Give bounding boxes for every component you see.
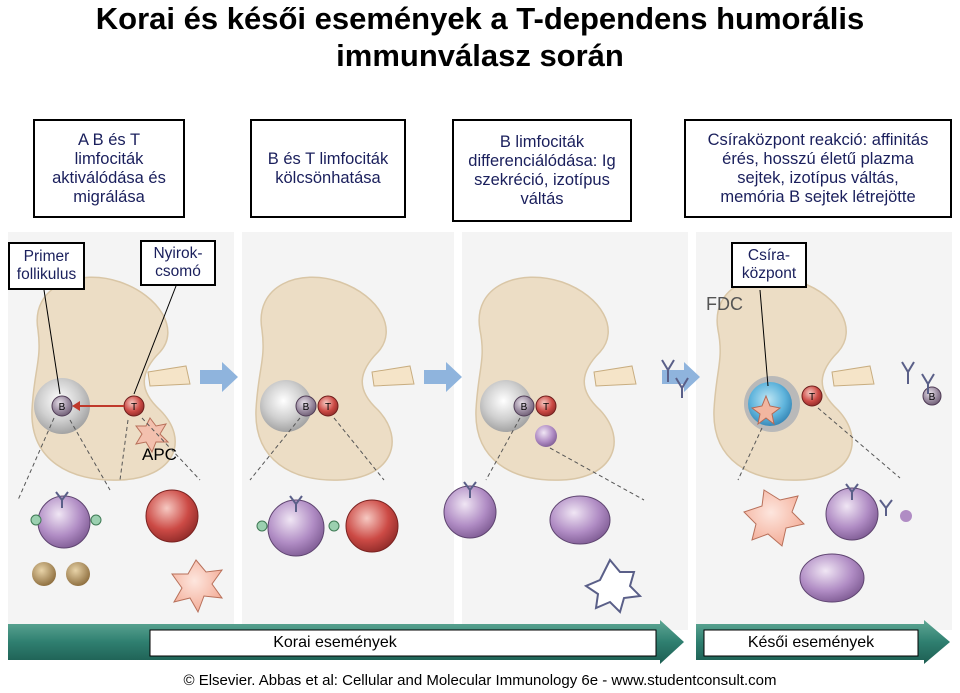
t-cell-label: T xyxy=(325,402,331,413)
apc-small xyxy=(134,417,170,454)
label-germinal-center: Csíra- központ xyxy=(731,242,807,288)
step-3-line: szekréció, izotípus xyxy=(474,170,610,189)
b-cell-label: B xyxy=(929,392,936,403)
b-cell-label: B xyxy=(59,402,66,413)
title-line-1: Korai és késői események a T-dependens h… xyxy=(95,1,865,36)
fdc-star xyxy=(750,394,782,426)
antibody-icons xyxy=(661,359,935,398)
zoom-dashes xyxy=(17,407,901,501)
step-4-line: érés, hosszú életű plazma xyxy=(722,149,914,168)
step-1-line: A B és T xyxy=(77,130,141,149)
step-4-line: Csíraközpont reakció: affinitás xyxy=(707,130,929,149)
memory-b-cell xyxy=(825,487,879,541)
step-2-line: B és T limfociták xyxy=(267,149,389,168)
late-events-label: Késői események xyxy=(747,634,875,651)
step-box-4: Csíraközpont reakció: affinitás érés, ho… xyxy=(684,119,952,218)
label-line: follikulus xyxy=(16,266,77,283)
transition-arrows xyxy=(200,362,700,392)
step-2-line: kölcsönhatása xyxy=(275,168,381,187)
large-cells xyxy=(30,485,912,614)
t-cell-label: T xyxy=(543,402,549,413)
b-cell-large xyxy=(443,485,497,539)
b-cell-label: B xyxy=(303,402,310,413)
plasma-cell-small xyxy=(535,425,557,447)
b-cell-label: B xyxy=(521,402,528,413)
plasma-cell-large xyxy=(549,495,611,545)
label-line: központ xyxy=(741,265,797,282)
t-cell-large xyxy=(345,499,399,553)
label-line: csomó xyxy=(155,263,201,280)
antibody-icons-large xyxy=(55,481,893,516)
pointer-lines xyxy=(43,285,769,395)
antigen-particle xyxy=(32,562,56,586)
t-cell-large xyxy=(145,489,199,543)
lymph-vessels xyxy=(147,365,875,387)
label-primary-follicle: Primer follikulus xyxy=(8,242,85,290)
germinal-center xyxy=(748,382,792,426)
step-box-1: A B és T limfociták aktiválódása és migr… xyxy=(33,119,185,218)
apc-label: APC xyxy=(142,445,177,464)
step-box-3: B limfociták differenciálódása: Ig szekr… xyxy=(452,119,632,222)
label-lymph-node: Nyirok- csomó xyxy=(140,240,216,286)
copyright-footer: © Elsevier. Abbas et al: Cellular and Mo… xyxy=(183,672,777,689)
title-line-2: immunválasz során xyxy=(336,38,624,73)
label-line: Primer xyxy=(23,248,70,265)
step-box-2: B és T limfociták kölcsönhatása xyxy=(250,119,406,218)
step-4-line: sejtek, izotípus váltás, xyxy=(737,168,899,187)
node-cells: B T B T B T T B xyxy=(51,385,942,447)
apc-large xyxy=(171,559,224,614)
antibody-complex xyxy=(583,558,643,614)
t-cell-label: T xyxy=(809,392,815,403)
step-1-line: aktiválódása és xyxy=(52,168,166,187)
step-4-line: memória B sejtek létrejötte xyxy=(720,187,916,206)
step-3-line: differenciálódása: Ig xyxy=(468,151,616,170)
antigen-particle xyxy=(66,562,90,586)
arrow-3-4 xyxy=(662,362,700,392)
b-cell-large xyxy=(37,495,91,549)
plasma-cell-large xyxy=(799,553,865,603)
arrow-1-2 xyxy=(200,362,238,392)
fdc-label: FDC xyxy=(706,294,743,314)
step-3-line: B limfociták xyxy=(499,132,585,151)
t-cell-label: T xyxy=(131,402,137,413)
step-1-line: migrálása xyxy=(73,187,145,206)
label-line: Csíra- xyxy=(747,247,791,264)
page-title: Korai és késői események a T-dependens h… xyxy=(0,0,960,74)
fdc-large xyxy=(743,489,805,547)
early-events-label: Korai események xyxy=(273,634,397,651)
step-1-line: limfociták xyxy=(74,149,144,168)
arrow-2-3 xyxy=(424,362,462,392)
b-cell-large xyxy=(267,499,325,557)
label-line: Nyirok- xyxy=(153,245,203,262)
step-3-line: váltás xyxy=(520,189,564,208)
